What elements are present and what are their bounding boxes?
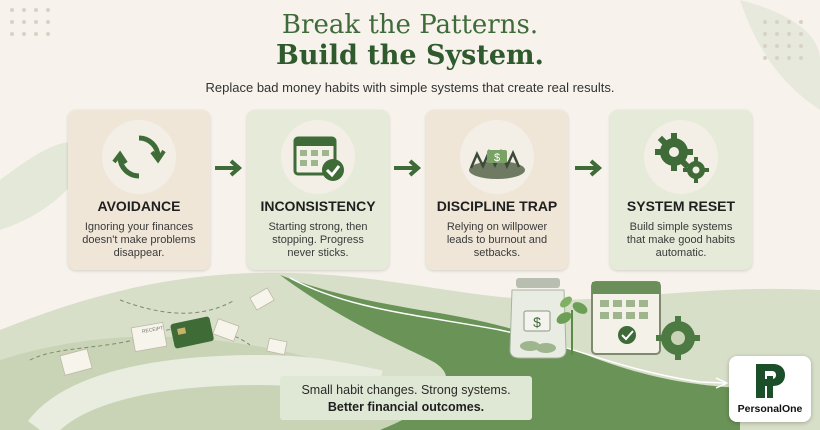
card-avoidance: AVOIDANCE Ignoring your finances doesn't… <box>68 110 210 270</box>
money-trap-icon: $ <box>460 120 534 194</box>
brand-name: PersonalOne <box>737 403 803 415</box>
gear-icon <box>656 316 700 360</box>
credit-card-icon <box>170 316 214 349</box>
card-title: INCONSISTENCY <box>260 198 376 214</box>
calendar-check-icon <box>281 120 355 194</box>
personalone-logo-icon <box>756 364 785 398</box>
money-jar-icon: $ <box>509 278 567 359</box>
trap-dollar-label: $ <box>494 152 500 164</box>
cycle-arrows-icon <box>102 120 176 194</box>
card-title: SYSTEM RESET <box>626 198 736 214</box>
dot-pattern-right <box>763 20 803 60</box>
plant-icon <box>556 296 588 355</box>
tagline-line2: Better financial outcomes. <box>327 400 485 414</box>
card-title: AVOIDANCE <box>97 198 181 214</box>
tagline-line1: Small habit changes. Strong systems. <box>301 383 511 397</box>
dot-pattern-left <box>10 8 50 36</box>
card-description: Starting strong, then stopping. Progress… <box>268 221 368 259</box>
card-description: Relying on willpower leads to burnout an… <box>446 221 548 259</box>
receipt-papers <box>59 287 288 376</box>
card-system-reset: SYSTEM RESET Build simple systems that m… <box>610 110 752 270</box>
brand-logo[interactable]: PersonalOne <box>729 356 811 422</box>
tagline-box: Small habit changes. Strong systems. Bet… <box>280 376 532 420</box>
card-description: Build simple systems that make good habi… <box>626 221 736 259</box>
card-description: Ignoring your finances doesn't make prob… <box>82 221 196 259</box>
arrow-right-icon <box>394 159 422 177</box>
arrow-right-icon <box>215 159 243 177</box>
receipt-label: RECEIPT <box>142 325 164 335</box>
page-title-line1: Break the Patterns. <box>281 10 539 40</box>
arrow-right-icon <box>575 159 603 177</box>
card-inconsistency: INCONSISTENCY Starting strong, then stop… <box>247 110 389 270</box>
card-discipline-trap: $ DISCIPLINE TRAP Relying on willpower l… <box>426 110 568 270</box>
page-title-line2: Build the System. <box>276 40 544 71</box>
card-title: DISCIPLINE TRAP <box>436 198 558 214</box>
page-subtitle: Replace bad money habits with simple sys… <box>205 80 615 95</box>
jar-dollar-label: $ <box>533 314 541 330</box>
gears-icon <box>644 120 718 194</box>
desk-calendar-icon <box>591 281 661 355</box>
